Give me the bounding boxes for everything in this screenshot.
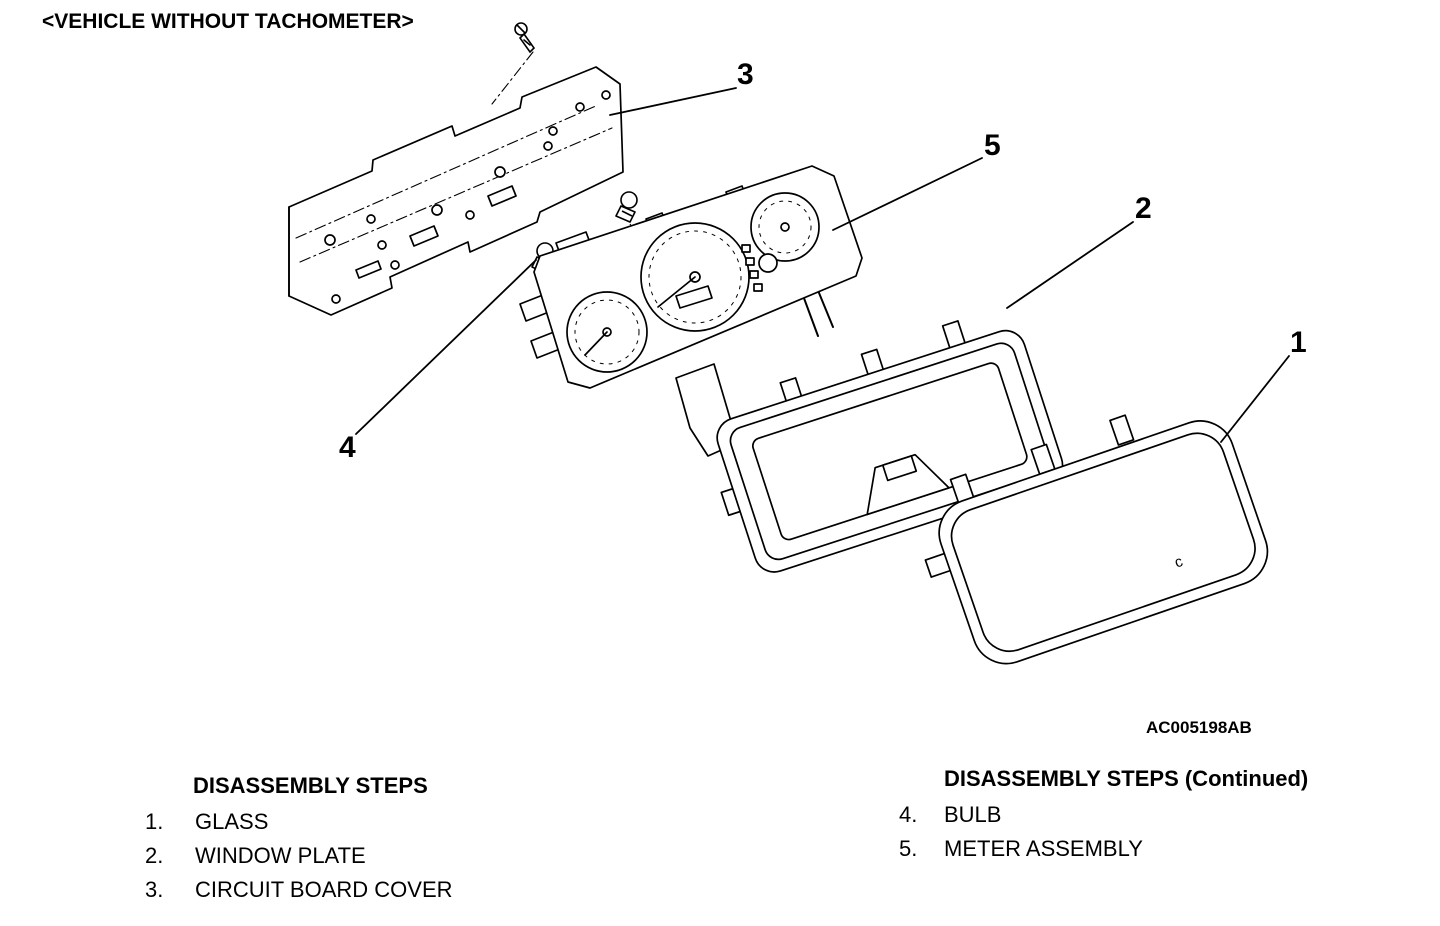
step-number: 1. <box>145 809 164 834</box>
step-item-bulb: 4. BULB <box>899 804 1308 826</box>
callout-bulb: 4 <box>339 431 356 464</box>
callout-window-plate: 2 <box>1135 192 1152 225</box>
step-label: METER ASSEMBLY <box>944 836 1143 861</box>
step-label: CIRCUIT BOARD COVER <box>195 877 453 902</box>
step-number: 2. <box>145 843 164 868</box>
disassembly-steps-left: DISASSEMBLY STEPS 1. GLASS 2. WINDOW PLA… <box>145 773 453 913</box>
steps-heading: DISASSEMBLY STEPS <box>193 773 428 798</box>
step-label: BULB <box>944 802 1002 827</box>
step-number: 4. <box>899 802 918 827</box>
step-item-meter-assembly: 5. METER ASSEMBLY <box>899 838 1308 860</box>
step-number: 5. <box>899 836 918 861</box>
callout-meter-assembly: 5 <box>984 129 1001 162</box>
steps-heading-continued: DISASSEMBLY STEPS (Continued) <box>944 766 1309 791</box>
disassembly-steps-right: DISASSEMBLY STEPS (Continued) 4. BULB 5.… <box>899 766 1308 872</box>
step-label: GLASS <box>195 809 269 834</box>
step-item-glass: 1. GLASS <box>145 811 453 833</box>
callout-glass: 1 <box>1290 326 1307 359</box>
window-plate-drawing <box>716 320 1064 573</box>
step-number: 3. <box>145 877 164 902</box>
callout-leader-lines <box>355 87 1290 443</box>
step-label: WINDOW PLATE <box>195 843 366 868</box>
screw-drawing <box>491 22 536 105</box>
meter-assembly-drawing <box>519 165 863 457</box>
step-item-window-plate: 2. WINDOW PLATE <box>145 845 453 867</box>
glass-drawing: c <box>924 414 1269 665</box>
circuit-board-cover-drawing <box>288 66 624 316</box>
page-title: <VEHICLE WITHOUT TACHOMETER> <box>42 10 414 33</box>
step-item-circuit-board-cover: 3. CIRCUIT BOARD COVER <box>145 879 453 901</box>
callout-circuit-board-cover: 3 <box>737 58 754 91</box>
figure-code: AC005198AB <box>1146 718 1252 737</box>
